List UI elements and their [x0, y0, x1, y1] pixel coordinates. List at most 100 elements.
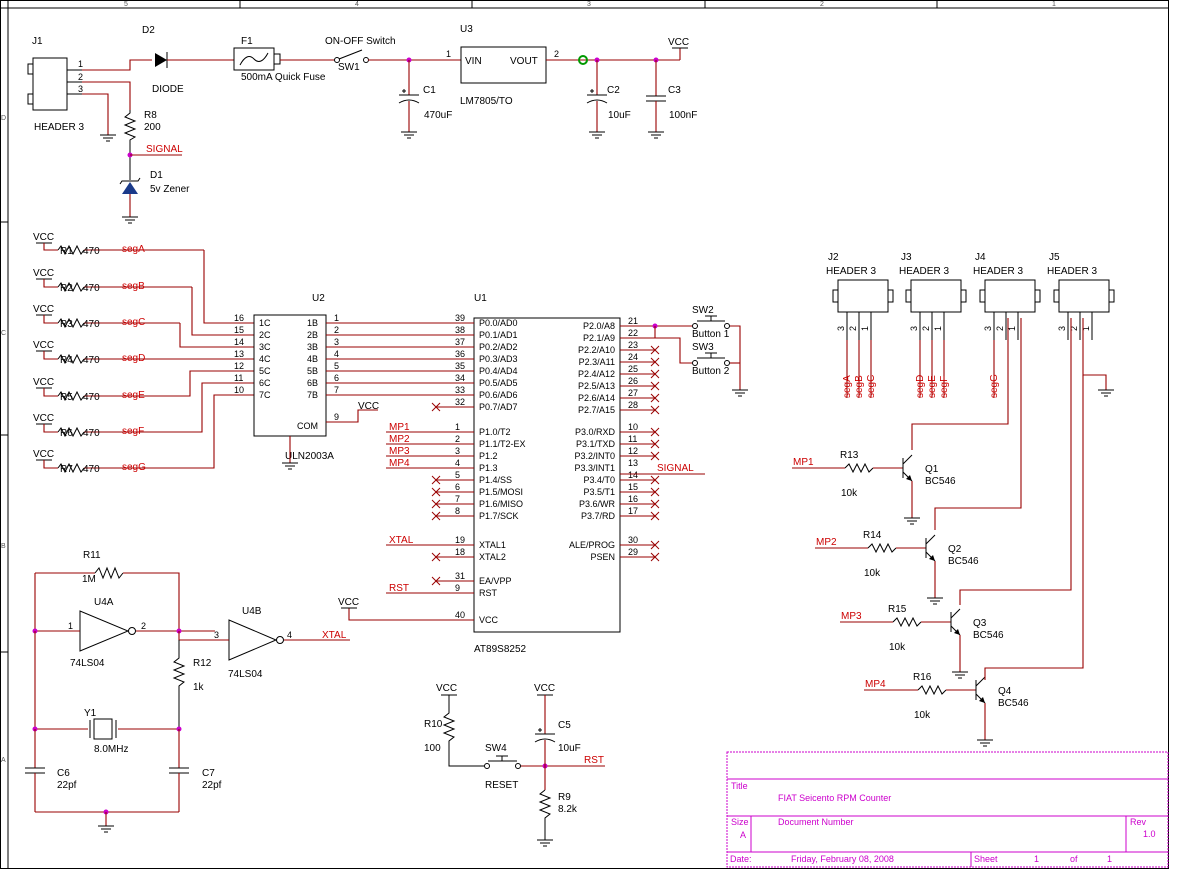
net-mp2-label: MP2 [389, 434, 410, 445]
r6-value: 470 [83, 428, 100, 439]
no-connect-marker [431, 511, 441, 521]
u3-vout: VOUT [510, 56, 538, 67]
r11-resistor [94, 566, 124, 580]
vcc-label: VCC [33, 232, 54, 243]
r10-resistor [442, 695, 484, 767]
c3-value: 100nF [669, 110, 697, 121]
r12-ref: R12 [193, 658, 212, 669]
header-pin: 2 [921, 326, 931, 331]
date-label: Date: [730, 854, 752, 864]
no-connect-marker [431, 402, 441, 412]
u2-pin-number: 2 [334, 325, 339, 335]
c5-ref: C5 [558, 720, 571, 731]
u1-pin-number: 35 [455, 361, 465, 371]
u1-pin-label: ALE/PROG [569, 540, 615, 550]
power-supply-section: J1 HEADER 3 1 2 3 D2 DIODE F1 500mA Quic… [27, 24, 697, 224]
resistor-ref: R14 [863, 530, 882, 541]
j1-pin: 3 [78, 84, 83, 94]
u1-pin-label: P3.2/INT0 [574, 451, 615, 461]
header-ref: J3 [901, 252, 912, 263]
title-block: Title FIAT Seicento RPM Counter Size A D… [726, 751, 1169, 868]
u1-pin-number: 23 [628, 340, 638, 350]
r5-value: 470 [83, 392, 100, 403]
u1-pin-label: P1.5/MOSI [479, 487, 523, 497]
u1-pin-label: RST [479, 588, 498, 598]
c7-value: 22pf [202, 780, 222, 791]
net-label: MP3 [841, 611, 862, 622]
net-label: MP1 [793, 457, 814, 468]
r8-ref: R8 [144, 110, 157, 121]
ground-symbol [401, 131, 417, 139]
r6-ref: R6 [60, 428, 73, 439]
u1-pin-label: P0.1/AD1 [479, 330, 518, 340]
rev-label: Rev [1130, 817, 1147, 827]
net-label: segG [989, 374, 1000, 398]
r2-ref: R2 [60, 283, 73, 294]
net-label: segD [915, 375, 926, 398]
u4b-inverter [228, 619, 284, 661]
u2-ref: U2 [312, 293, 325, 304]
net-xtal-label: XTAL [389, 535, 414, 546]
c2-ref: C2 [607, 85, 620, 96]
net-label: segE [927, 375, 938, 398]
u1-pin-number: 29 [628, 547, 638, 557]
u1-pin-number: 17 [628, 506, 638, 516]
u2-pin-label: 4C [259, 354, 271, 364]
title-label: Title [731, 781, 748, 791]
u1-pin-number: 9 [455, 583, 460, 593]
r9-resistor [538, 789, 552, 840]
u2-value: ULN2003A [285, 451, 334, 462]
no-connect-marker [431, 487, 441, 497]
no-connect-marker [650, 499, 660, 509]
u2-pin-number: 12 [234, 361, 244, 371]
no-connect-marker [650, 451, 660, 461]
u2-pin-number: 1 [334, 313, 339, 323]
vcc-label: VCC [33, 340, 54, 351]
no-connect-marker [650, 357, 660, 367]
u1-pin-label: P2.2/A10 [578, 345, 615, 355]
date-value: Friday, February 08, 2008 [791, 854, 894, 864]
u1-pin-label: P0.7/AD7 [479, 402, 518, 412]
u4b-pin: 4 [287, 630, 292, 640]
ground-symbol [537, 839, 553, 847]
u3-regulator [460, 46, 547, 84]
j1-value: HEADER 3 [34, 122, 84, 133]
zone-label-top: 2 [820, 1, 824, 8]
r7-value: 470 [83, 464, 100, 475]
u4b-ref: U4B [242, 606, 262, 617]
no-connect-marker [650, 369, 660, 379]
header-pin: 2 [1069, 326, 1079, 331]
u2-pin-label: 2B [307, 330, 318, 340]
u1-pin-label: P2.1/A9 [583, 333, 615, 343]
transistor-ref: Q3 [973, 618, 987, 629]
ground-symbol [648, 131, 664, 139]
net-label: segB [854, 375, 865, 398]
header-pin: 3 [836, 326, 846, 331]
u1-pin-label: P3.4/T0 [583, 475, 615, 485]
u1-pin-number: 27 [628, 388, 638, 398]
u1-pin-label: P1.1/T2-EX [479, 439, 526, 449]
header-pin: 2 [995, 326, 1005, 331]
transistor-ref: Q1 [925, 464, 939, 475]
sw2-ref: SW2 [692, 305, 714, 316]
no-connect-marker [431, 475, 441, 485]
u2-pin-number: 11 [234, 373, 243, 383]
r10-ref: R10 [424, 719, 443, 730]
u1-pin-label: P1.7/SCK [479, 511, 519, 521]
zone-label-top: 1 [1052, 1, 1056, 8]
net-label: segF [939, 376, 950, 398]
net-label: segC [866, 375, 877, 398]
d2-value: DIODE [152, 84, 184, 95]
r12-value: 1k [193, 682, 205, 693]
no-connect-marker [650, 427, 660, 437]
r3-ref: R3 [60, 319, 73, 330]
title-value: FIAT Seicento RPM Counter [778, 793, 891, 803]
u1-pin-number: 19 [455, 535, 465, 545]
no-connect-marker [650, 540, 660, 550]
net-mp1-label: MP1 [389, 422, 410, 433]
